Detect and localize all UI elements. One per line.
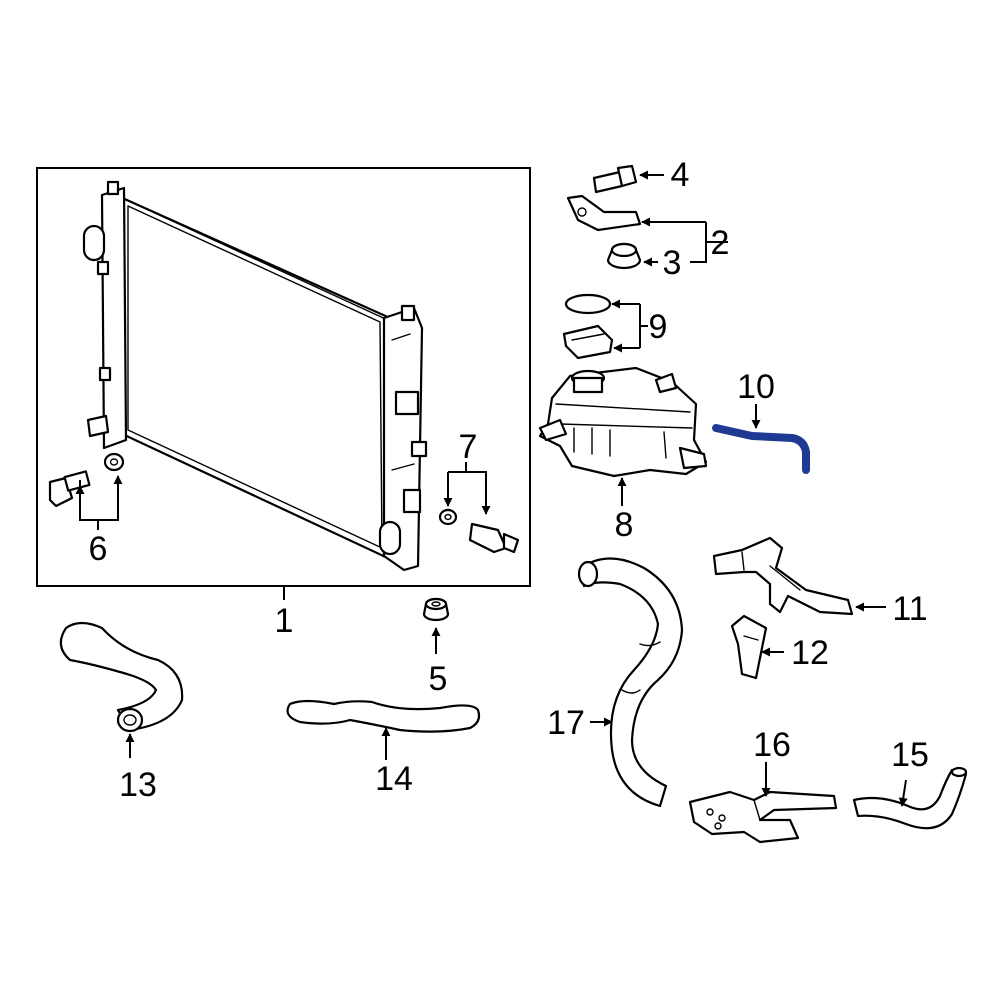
callout-5: 5 xyxy=(429,660,448,698)
callout-9: 9 xyxy=(649,308,668,346)
callout-3: 3 xyxy=(663,244,682,282)
callout-6: 6 xyxy=(89,530,108,568)
radiator[interactable] xyxy=(82,180,428,572)
callout-7: 7 xyxy=(459,428,478,466)
hose-clip[interactable] xyxy=(730,614,768,680)
hose-connector[interactable] xyxy=(712,536,854,616)
drain-plug[interactable] xyxy=(48,470,91,508)
callout-10: 10 xyxy=(737,368,775,406)
water-outlet[interactable] xyxy=(688,790,838,844)
radiator-hose-13[interactable] xyxy=(59,621,184,733)
callout-13: 13 xyxy=(119,766,157,804)
coolant-hose-17[interactable] xyxy=(577,557,684,808)
callout-8: 8 xyxy=(615,506,634,544)
callout-14: 14 xyxy=(375,760,413,798)
coolant-reservoir[interactable] xyxy=(538,366,708,478)
reservoir-hose-highlighted[interactable] xyxy=(712,424,810,474)
callout-17: 17 xyxy=(547,704,585,742)
radiator-hose-14[interactable] xyxy=(286,699,481,733)
callout-16: 16 xyxy=(753,726,791,764)
bolt[interactable] xyxy=(592,164,638,194)
coolant-hose-15[interactable] xyxy=(852,766,968,830)
coolant-sensor-gasket[interactable] xyxy=(438,508,458,526)
radiator-mount-grommet[interactable] xyxy=(422,597,450,622)
bracket-grommet[interactable] xyxy=(606,242,642,270)
reservoir-cap[interactable] xyxy=(562,324,614,360)
callout-15: 15 xyxy=(891,736,929,774)
callout-4: 4 xyxy=(671,156,690,194)
callout-11: 11 xyxy=(892,590,927,628)
callout-2: 2 xyxy=(711,224,730,262)
callout-12: 12 xyxy=(791,634,829,672)
drain-plug-washer[interactable] xyxy=(103,452,125,472)
reservoir-bracket[interactable] xyxy=(566,194,642,232)
callout-1: 1 xyxy=(275,602,294,640)
coolant-temperature-sensor[interactable] xyxy=(468,522,520,554)
reservoir-cap-seal[interactable] xyxy=(564,293,612,315)
